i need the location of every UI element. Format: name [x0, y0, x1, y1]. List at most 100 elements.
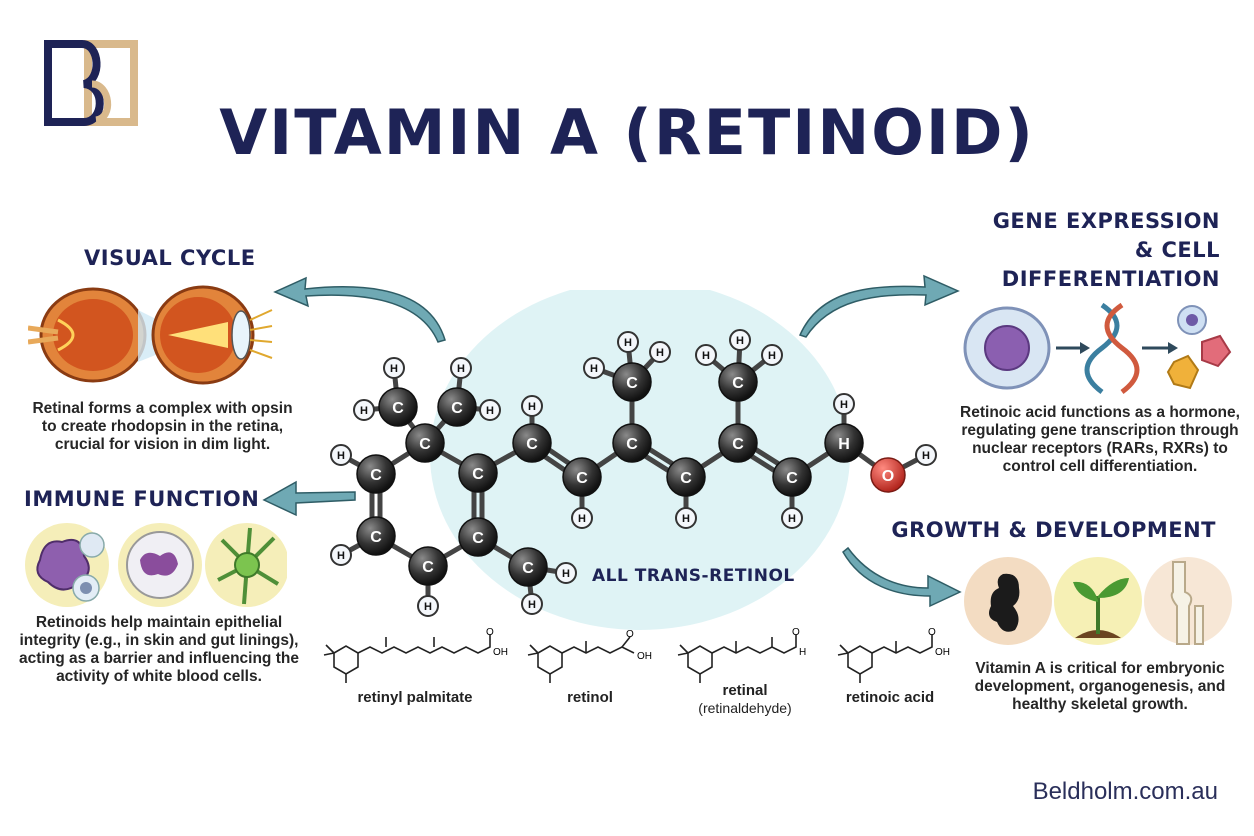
atom-label: C	[522, 560, 534, 577]
atom-label: C	[370, 529, 382, 546]
structure-retinal	[677, 635, 797, 683]
carbon-atom	[458, 453, 498, 493]
hydrogen-atom	[521, 395, 543, 417]
hydrogen-atom	[479, 399, 501, 421]
hydrogen-atom	[555, 562, 577, 584]
carbon-atom	[356, 454, 396, 494]
atom-label: C	[451, 400, 463, 417]
atom-label: C	[626, 375, 638, 392]
structure-sublabel-retinal: (retinaldehyde)	[698, 700, 792, 716]
hydrogen-atom	[571, 507, 593, 529]
cell-differentiation-icon	[963, 302, 1232, 395]
hydrogen-atom	[781, 507, 803, 529]
atom-label: H	[528, 401, 536, 413]
carbon-atom	[718, 362, 758, 402]
structure-retinoic-acid	[837, 635, 933, 683]
atom-label: C	[626, 436, 638, 453]
oxygen-label-2: O	[626, 629, 634, 640]
carbon-atom	[666, 457, 706, 497]
immune-function-description: Retinoids help maintain epithelial integ…	[19, 614, 299, 685]
arrow-visual-cycle	[273, 276, 446, 343]
arrow-immune-function	[262, 480, 356, 517]
oxygen-label-4: O	[928, 627, 936, 638]
hydrogen-atom	[583, 357, 605, 379]
hydrogen-atom	[761, 344, 783, 366]
carbon-atom	[437, 387, 477, 427]
atom-label: H	[360, 405, 368, 417]
structure-label-retinol: retinol	[567, 689, 613, 706]
hydrogen-atom	[330, 444, 352, 466]
oxygen-label-3: O	[792, 627, 800, 638]
hydrogen-atom	[915, 444, 937, 466]
atom-label: H	[840, 399, 848, 411]
gene-expression-description: Retinoic acid functions as a hormone, re…	[960, 404, 1240, 475]
atom-label: H	[702, 350, 710, 362]
structure-retinol	[527, 636, 635, 683]
hydrogen-atom	[330, 544, 352, 566]
immune-function-title: IMMUNE FUNCTION	[24, 487, 260, 511]
atom-label: H	[838, 436, 850, 453]
atom-label: H	[457, 363, 465, 375]
hydrogen-atom	[833, 393, 855, 415]
visual-cycle-title: VISUAL CYCLE	[84, 246, 256, 270]
arrow-gene-expression	[798, 274, 960, 338]
carbon-atom	[612, 423, 652, 463]
atom-label: H	[624, 337, 632, 349]
gene-expression-title: GENE EXPRESSION & CELL DIFFERENTIATION	[992, 209, 1220, 291]
oxygen-atom	[870, 457, 906, 493]
atom-label: C	[576, 470, 588, 487]
carbon-atom	[512, 423, 552, 463]
atom-label: C	[472, 530, 484, 547]
carbon-atom	[458, 517, 498, 557]
growth-title: GROWTH & DEVELOPMENT	[891, 518, 1216, 542]
hydrogen-atom	[521, 593, 543, 615]
carbon-atom	[772, 457, 812, 497]
carbon-atom	[562, 457, 602, 497]
atom-label: H	[486, 405, 494, 417]
carbon-atom	[405, 423, 445, 463]
hydrogen-atom	[649, 341, 671, 363]
atom-label: C	[526, 436, 538, 453]
group-label-3: H	[799, 647, 806, 658]
carbon-atom	[612, 362, 652, 402]
group-label-2: OH	[637, 651, 652, 662]
atom-label: H	[578, 513, 586, 525]
eye-anatomy-icon	[28, 285, 273, 385]
atom-label: C	[392, 400, 404, 417]
white-blood-cells-icon	[25, 523, 287, 607]
atom-label: O	[882, 468, 894, 485]
atom-label: H	[590, 363, 598, 375]
atom-label: H	[682, 513, 690, 525]
structure-label-retinoic-acid: retinoic acid	[845, 689, 935, 706]
visual-cycle-description: Retinal forms a complex with opsin to cr…	[32, 400, 293, 453]
atom-label: C	[472, 466, 484, 483]
carbon-atom	[718, 423, 758, 463]
atom-label: H	[768, 350, 776, 362]
growth-development-icon	[964, 557, 1232, 645]
atom-label: C	[786, 470, 798, 487]
hydrogen-atom	[695, 344, 717, 366]
molecule-label: ALL TRANS-RETINOL	[592, 566, 795, 586]
growth-description: Vitamin A is critical for embryonic deve…	[974, 660, 1226, 713]
structure-label-retinyl-palmitate: retinyl palmitate	[357, 689, 473, 706]
structure-retinyl-palmitate	[323, 635, 491, 683]
atom-label: H	[337, 550, 345, 562]
atom-label: C	[732, 375, 744, 392]
carbon-atom	[408, 546, 448, 586]
page-title: VITAMIN A (RETINOID)	[219, 96, 1035, 169]
structure-label-retinal: retinal	[722, 682, 768, 699]
carbon-atom	[378, 387, 418, 427]
group-label-4: OH	[935, 647, 950, 658]
arrow-growth	[842, 546, 962, 608]
group-label-1: OH	[493, 647, 508, 658]
atom-label: C	[732, 436, 744, 453]
website-link[interactable]: Beldholm.com.au	[1032, 778, 1218, 805]
b-and-b-monogram-icon	[44, 40, 138, 126]
atom-label: H	[922, 450, 930, 462]
hydrogen-atom	[617, 331, 639, 353]
hydrogen-atom	[675, 507, 697, 529]
hydrogen-atom	[729, 329, 751, 351]
atom-label: H	[736, 335, 744, 347]
